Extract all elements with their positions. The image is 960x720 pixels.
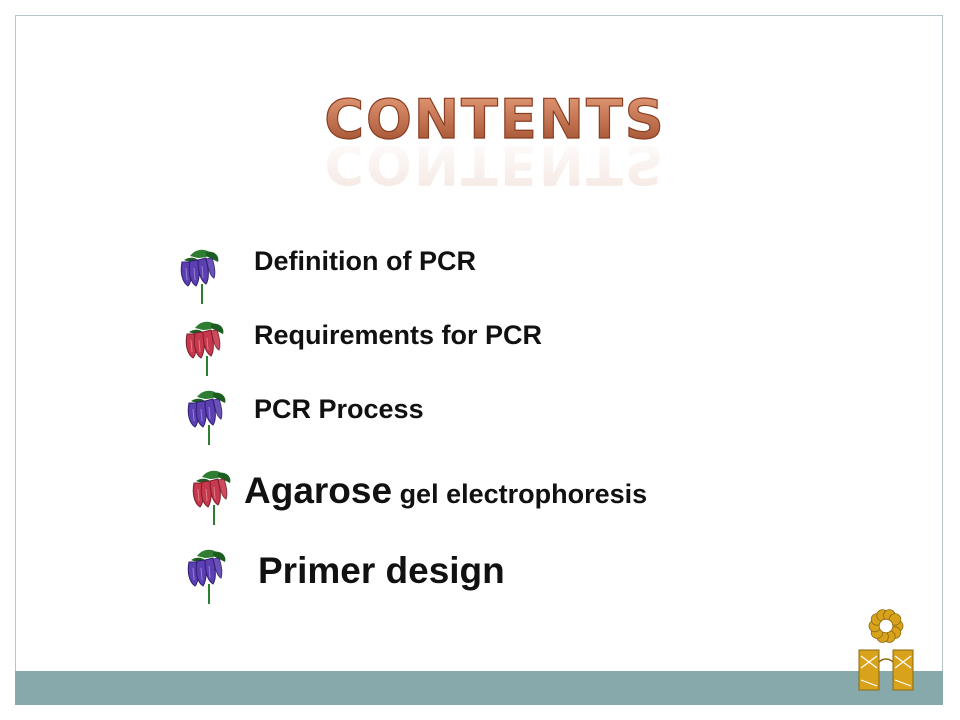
sunflower-decoration-icon [858, 609, 914, 691]
list-item-text: PCR Process [254, 394, 424, 424]
slide-title-text: CONTENTS [324, 88, 665, 151]
list-item-process: PCR Process [254, 394, 424, 425]
list-item-primer: Primer design [258, 550, 505, 592]
list-item-text: Primer design [258, 550, 505, 591]
flower-bullet-icon [192, 470, 231, 525]
slide-title-reflection: CONTENTS [324, 133, 665, 196]
list-item-text-small: gel electrophoresis [392, 479, 648, 509]
flower-bullet-icon [185, 321, 224, 376]
list-item-agarose: Agarose gel electrophoresis [244, 470, 647, 512]
list-item-requirements: Requirements for PCR [254, 320, 542, 351]
footer-bar [15, 671, 943, 705]
list-item-text-large: Agarose [244, 470, 393, 511]
list-item-definition: Definition of PCR [254, 246, 476, 277]
slide-canvas [15, 15, 943, 705]
flower-bullet-icon [187, 390, 226, 445]
flower-bullet-icon [187, 549, 226, 604]
flower-bullet-icon [180, 249, 219, 304]
list-item-text: Requirements for PCR [254, 320, 543, 350]
slide-title: CONTENTS CONTENTS [324, 87, 665, 196]
list-item-text: Definition of PCR [254, 246, 476, 276]
